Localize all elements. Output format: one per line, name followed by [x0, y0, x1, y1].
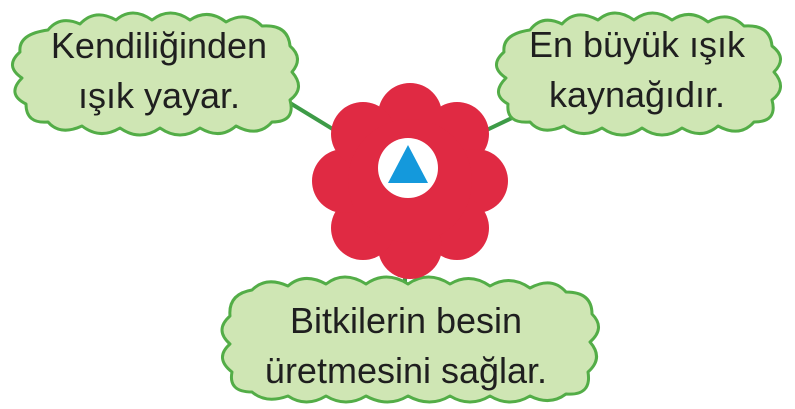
cloud-right-text: En büyük ışık kaynağıdır.	[502, 20, 772, 120]
cloud-bottom-line-1: Bitkilerin besin	[289, 300, 523, 341]
cloud-right-line-2: kaynağıdır.	[548, 74, 726, 115]
cloud-bottom-text: Bitkilerin besin üretmesini sağlar.	[228, 296, 584, 396]
cloud-right-shape	[495, 11, 782, 137]
cloud-right	[495, 11, 782, 137]
flower-icon	[312, 83, 508, 279]
cloud-left	[11, 11, 300, 137]
cloud-left-line-2: ışık yayar.	[77, 75, 241, 116]
cloud-left-line-1: Kendiliğinden	[50, 25, 268, 66]
cloud-bottom-line-2: üretmesini sağlar.	[264, 350, 548, 391]
cloud-bottom-shape	[220, 275, 600, 404]
triangle-icon	[388, 145, 428, 183]
cloud-bottom	[220, 275, 600, 404]
cloud-left-text: Kendiliğinden ışık yayar.	[24, 21, 294, 121]
cloud-left-shape	[11, 11, 300, 137]
cloud-right-line-1: En büyük ışık	[528, 24, 746, 65]
